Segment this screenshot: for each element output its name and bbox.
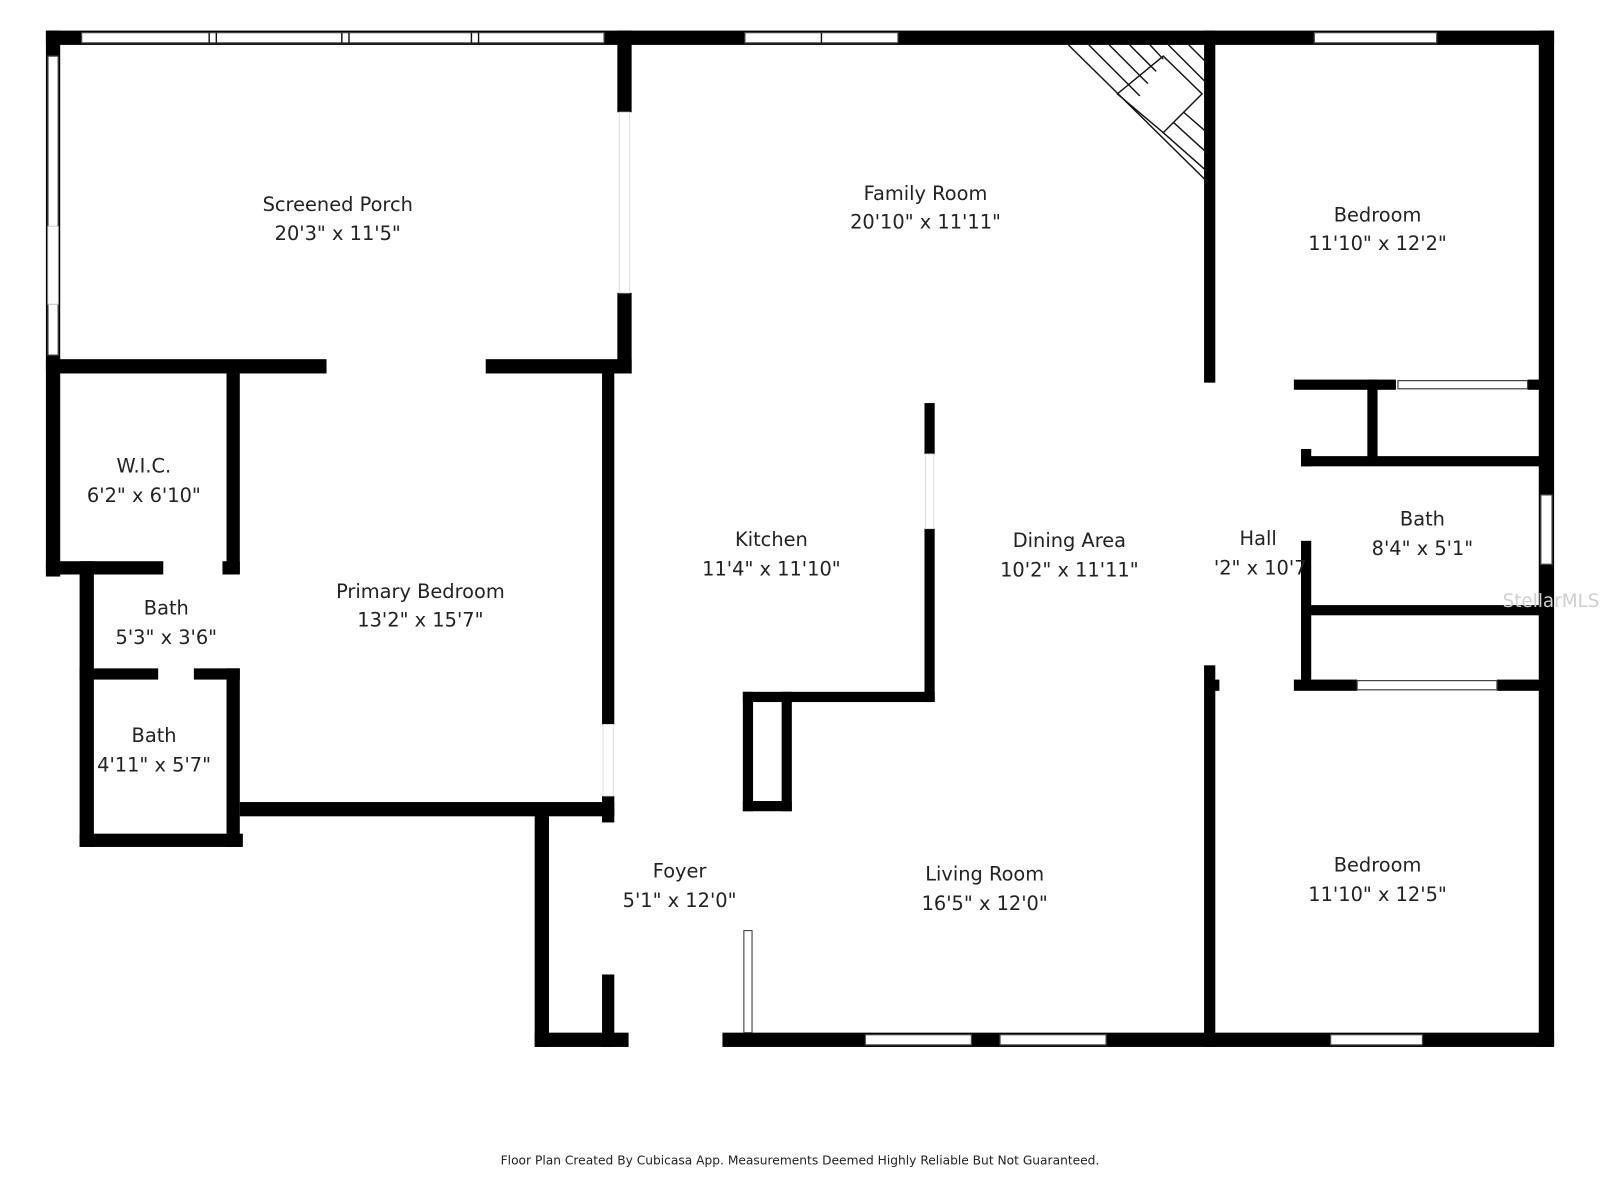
room-size: 11'10" x 12'2" bbox=[1308, 232, 1447, 255]
footer-disclaimer: Floor Plan Created By Cubicasa App. Meas… bbox=[501, 1153, 1100, 1167]
room-name: W.I.C. bbox=[117, 454, 172, 477]
room-name: Primary Bedroom bbox=[336, 580, 505, 603]
room-size: '2" x 10'7 bbox=[1214, 556, 1307, 579]
windows bbox=[47, 32, 1553, 1046]
room-labels: Screened Porch 20'3" x 11'5" Family Room… bbox=[87, 182, 1473, 915]
room-size: 8'4" x 5'1" bbox=[1372, 537, 1474, 560]
room-name: Bath bbox=[132, 724, 177, 747]
room-name: Family Room bbox=[864, 182, 988, 205]
room-size: 5'1" x 12'0" bbox=[623, 889, 737, 912]
room-name: Bath bbox=[144, 596, 189, 619]
room-name: Kitchen bbox=[735, 528, 808, 551]
room-size: 20'10" x 11'11" bbox=[850, 211, 1001, 234]
room-size: 4'11" x 5'7" bbox=[97, 753, 211, 776]
room-name: Foyer bbox=[653, 860, 707, 883]
room-name: Bath bbox=[1400, 508, 1445, 531]
stairs bbox=[1067, 44, 1208, 183]
room-size: 5'3" x 3'6" bbox=[116, 626, 218, 649]
room-name: Hall bbox=[1240, 527, 1277, 550]
room-name: Screened Porch bbox=[263, 193, 413, 216]
room-size: 13'2" x 15'7" bbox=[357, 609, 483, 632]
room-size: 20'3" x 11'5" bbox=[275, 222, 401, 245]
room-name: Dining Area bbox=[1013, 529, 1126, 552]
room-name: Living Room bbox=[925, 863, 1044, 886]
room-size: 6'2" x 6'10" bbox=[87, 484, 201, 507]
room-size: 11'10" x 12'5" bbox=[1308, 883, 1447, 906]
room-name: Bedroom bbox=[1334, 203, 1422, 226]
room-name: Bedroom bbox=[1334, 853, 1422, 876]
room-size: 10'2" x 11'11" bbox=[1000, 559, 1139, 582]
room-size: 11'4" x 11'10" bbox=[702, 558, 841, 581]
room-size: 16'5" x 12'0" bbox=[922, 892, 1048, 915]
watermark: StellarMLS bbox=[1503, 591, 1600, 612]
